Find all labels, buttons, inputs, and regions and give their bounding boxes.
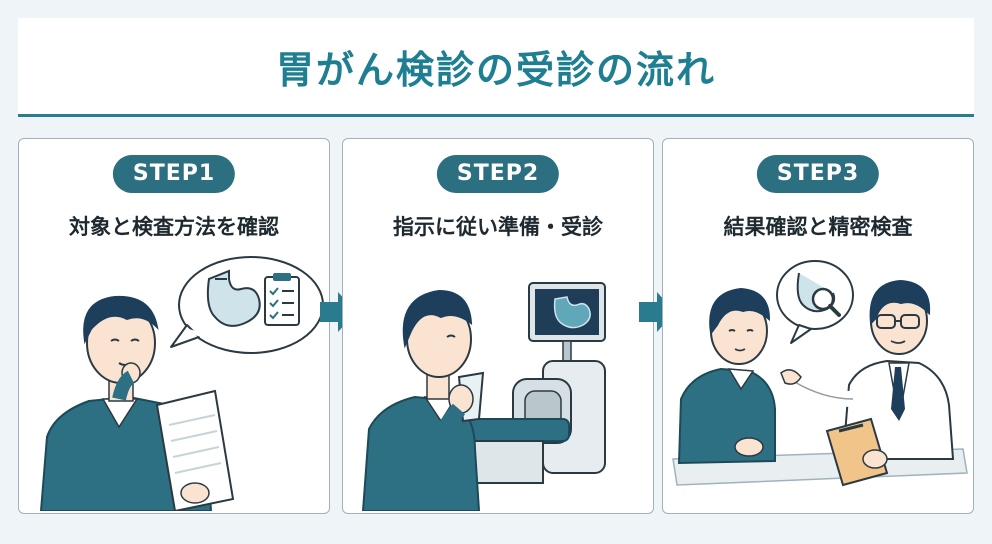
x-ray-machine	[456, 360, 606, 484]
glasses-icon	[876, 314, 920, 329]
checklist-icon	[264, 273, 300, 326]
step-text-2: 指示に従い準備・受診	[393, 215, 603, 239]
illustration-examination	[361, 282, 606, 511]
magnifier-icon	[811, 287, 841, 317]
step-badge-3: STEP3	[756, 155, 880, 193]
title-band: 胃がん検診の受診の流れ	[18, 18, 974, 117]
doctor	[780, 279, 955, 487]
step-badge-2: STEP2	[436, 155, 560, 193]
step-badge-1: STEP1	[112, 155, 236, 193]
monitor	[528, 282, 606, 362]
hand	[180, 482, 210, 504]
stomach-icon	[206, 269, 261, 327]
step-text-3: 結果確認と精密検査	[723, 215, 913, 239]
illustration-reading-paper	[39, 256, 324, 511]
page-title: 胃がん検診の受診の流れ	[275, 47, 716, 92]
illustration-consultation	[672, 260, 968, 487]
stomach-icon	[553, 296, 591, 329]
paper-sheet	[155, 389, 235, 511]
man-drinking	[361, 289, 485, 511]
step-card-1: STEP1 対象と検査方法を確認	[18, 138, 330, 514]
thought-bubble	[776, 260, 854, 344]
clipboard-icon	[825, 417, 889, 487]
patient	[677, 287, 776, 465]
step-card-2: STEP2 指示に従い準備・受診	[342, 138, 654, 514]
step-text-1: 対象と検査方法を確認	[69, 215, 279, 239]
step-card-3: STEP3 結果確認と精密検査	[662, 138, 974, 514]
